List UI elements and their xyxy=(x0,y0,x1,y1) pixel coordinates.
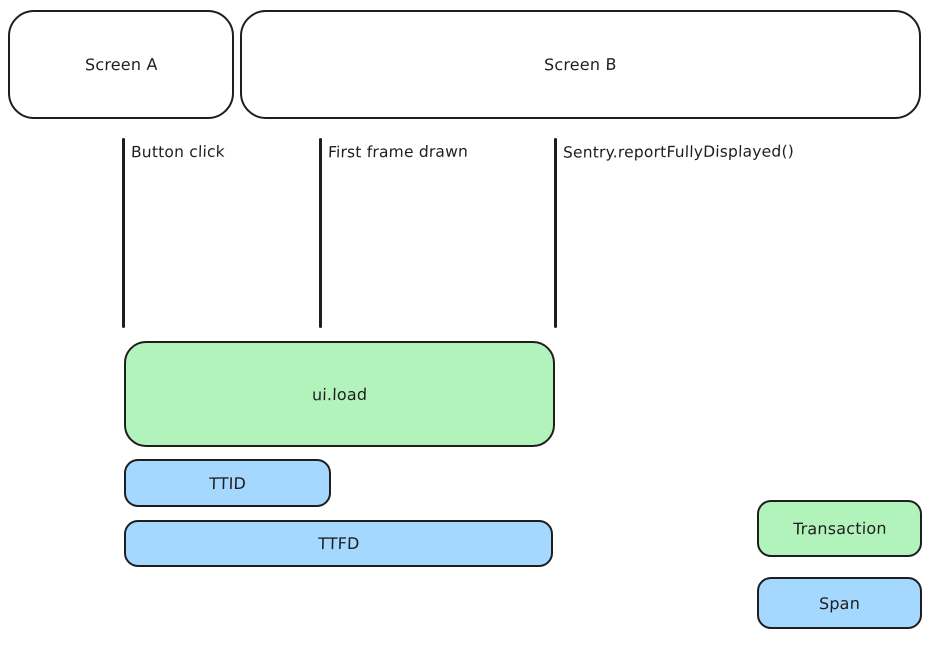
marker-report-fully-displayed-label: Sentry.reportFullyDisplayed() xyxy=(562,142,795,162)
bar-ttid[interactable]: TTID xyxy=(124,459,331,507)
marker-first-frame-drawn-label: First frame drawn xyxy=(327,142,469,162)
bar-ui-load[interactable]: ui.load xyxy=(124,341,555,447)
legend-span-label: Span xyxy=(818,593,861,613)
screen-b-label: Screen B xyxy=(543,54,618,75)
legend-item-span[interactable]: Span xyxy=(757,577,922,629)
marker-button-click-label: Button click xyxy=(130,142,226,162)
screen-a-label: Screen A xyxy=(84,54,158,75)
legend-transaction-label: Transaction xyxy=(792,518,887,539)
bar-ttfd-label: TTFD xyxy=(317,533,360,554)
screen-box-b[interactable]: Screen B xyxy=(240,10,921,119)
marker-line-icon xyxy=(319,138,322,328)
bar-ttid-label: TTID xyxy=(208,473,247,493)
marker-line-icon xyxy=(122,138,125,328)
legend-item-transaction[interactable]: Transaction xyxy=(757,500,922,557)
bar-ttfd[interactable]: TTFD xyxy=(124,520,553,567)
screen-box-a[interactable]: Screen A xyxy=(8,10,234,119)
bar-ui-load-label: ui.load xyxy=(311,384,368,404)
marker-line-icon xyxy=(554,138,557,328)
